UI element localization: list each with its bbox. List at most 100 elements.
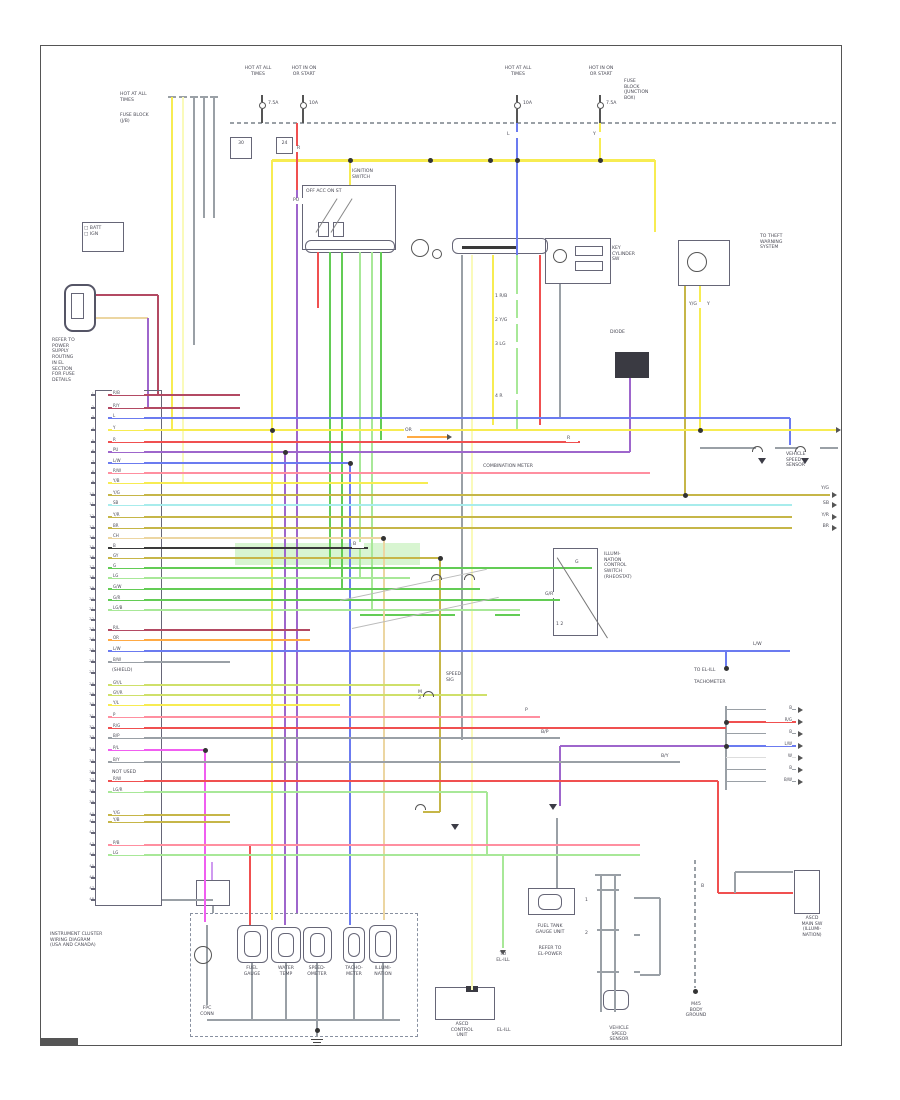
strip-pin-tick bbox=[91, 394, 95, 396]
fuse-icon bbox=[261, 109, 263, 123]
diagram-label: 4 R bbox=[494, 394, 526, 400]
wire-v bbox=[699, 286, 701, 430]
fuse-icon bbox=[513, 102, 521, 109]
wire-h bbox=[108, 694, 487, 696]
wire-h bbox=[640, 974, 660, 976]
wire-code-label: Y bbox=[112, 424, 144, 430]
pin-label: 11 bbox=[85, 501, 94, 507]
wire-v bbox=[654, 160, 656, 232]
component-box bbox=[348, 933, 360, 957]
strip-pin-tick bbox=[91, 814, 95, 816]
contact-icon bbox=[463, 574, 475, 580]
wire-v bbox=[559, 746, 561, 806]
fuse-icon bbox=[302, 109, 304, 123]
wire-code-label: B bbox=[766, 728, 792, 734]
wire-v bbox=[599, 123, 601, 160]
component-box bbox=[538, 894, 562, 910]
component-box bbox=[278, 933, 294, 957]
strip-pin-tick bbox=[91, 567, 95, 569]
diagram-label: G bbox=[574, 560, 586, 566]
diagram-label: M 3 bbox=[418, 690, 422, 701]
pin-label: 9 bbox=[85, 479, 94, 485]
pin-label: 30 bbox=[85, 701, 94, 707]
component-box bbox=[64, 284, 96, 332]
wire-v bbox=[717, 781, 719, 893]
switch-wiper-icon bbox=[549, 804, 557, 810]
diagram-label: 24 bbox=[281, 141, 288, 146]
wire-code-label: G bbox=[112, 562, 144, 568]
wire-h bbox=[108, 661, 230, 663]
wire-h bbox=[179, 96, 187, 98]
diagram-label: 30 bbox=[238, 141, 244, 146]
component-box bbox=[230, 137, 252, 159]
wire-h bbox=[108, 599, 560, 601]
wire-code-label: P/L bbox=[112, 744, 144, 750]
diagram-label: SB bbox=[792, 501, 830, 507]
wire-h bbox=[108, 761, 680, 763]
strip-pin-tick bbox=[91, 462, 95, 464]
wire-code-label: LG bbox=[112, 849, 144, 855]
wire-v bbox=[316, 963, 318, 1020]
diagram-label: INSTRUMENT CLUSTER WIRING DIAGRAM (USA A… bbox=[50, 932, 103, 949]
diagram-label: B/P bbox=[540, 730, 560, 736]
diagram-label: M45 BODY GROUND bbox=[685, 1002, 707, 1019]
wire-code-label: R/B bbox=[112, 389, 144, 395]
diagram-label: VEHICLE SPEED SENSOR bbox=[609, 1026, 629, 1043]
wire-v bbox=[600, 875, 602, 1012]
strip-pin-tick bbox=[91, 749, 95, 751]
wire-h bbox=[597, 929, 619, 931]
wire-v bbox=[249, 845, 251, 925]
strip-pin-tick bbox=[91, 472, 95, 474]
diagram-label: L bbox=[506, 132, 518, 138]
fuse-icon bbox=[302, 95, 304, 102]
wire-h bbox=[495, 614, 520, 616]
contact-icon bbox=[430, 574, 442, 580]
component-circle bbox=[194, 946, 212, 964]
diagram-label: HOT AT ALL TIMES bbox=[504, 66, 532, 77]
pin-label: 33 bbox=[85, 734, 94, 740]
contact-icon bbox=[794, 446, 806, 452]
component-circle bbox=[553, 249, 567, 263]
diagram-label: R bbox=[296, 146, 308, 152]
wire-h bbox=[108, 814, 230, 816]
junction-dot bbox=[597, 157, 603, 163]
pin-label: 10 bbox=[85, 491, 94, 497]
wire-h bbox=[597, 889, 619, 891]
junction-dot bbox=[347, 460, 353, 466]
wire-h bbox=[168, 96, 176, 98]
diagram-label: B/Y bbox=[660, 754, 680, 760]
diagram-label: TO THEFT WARNING SYSTEM bbox=[760, 234, 783, 251]
wire-h bbox=[726, 781, 796, 783]
wire-code-label: B bbox=[112, 542, 144, 548]
diagram-label: TACHO- METER bbox=[345, 966, 363, 977]
arrowhead bbox=[798, 730, 803, 737]
wire-v bbox=[461, 255, 463, 740]
pin-label: 37 bbox=[85, 777, 94, 783]
wire-v bbox=[206, 925, 208, 1005]
wire-h bbox=[726, 709, 796, 711]
arrowhead bbox=[798, 778, 803, 785]
wire-code-label: R/G bbox=[112, 722, 144, 728]
wire-h bbox=[108, 649, 790, 653]
diagram-label: ASCD CONTROL UNIT bbox=[450, 1022, 474, 1039]
diagram-label: P bbox=[524, 708, 536, 714]
component-box bbox=[343, 927, 365, 963]
wire-code-label: L/W bbox=[112, 457, 144, 463]
junction-dot bbox=[282, 449, 288, 455]
wire-v bbox=[182, 97, 184, 483]
wire-h bbox=[634, 971, 640, 973]
wire-h bbox=[820, 447, 838, 449]
wire-h bbox=[726, 733, 796, 735]
wire-code-label: G/W bbox=[112, 583, 144, 589]
pin-label: 20 bbox=[85, 596, 94, 602]
diagram-label: OFF ACC ON ST bbox=[306, 189, 342, 194]
wire-code-label: GY/R bbox=[112, 689, 144, 695]
arrowhead bbox=[798, 706, 803, 713]
strip-pin-tick bbox=[91, 619, 95, 621]
wire-h bbox=[407, 436, 447, 438]
wire-h bbox=[207, 1019, 400, 1021]
diagram-label: SPEED SIG bbox=[446, 672, 462, 683]
strip-pin-tick bbox=[91, 802, 95, 804]
wire-h bbox=[108, 749, 205, 751]
pin-label: 36 bbox=[85, 769, 94, 775]
